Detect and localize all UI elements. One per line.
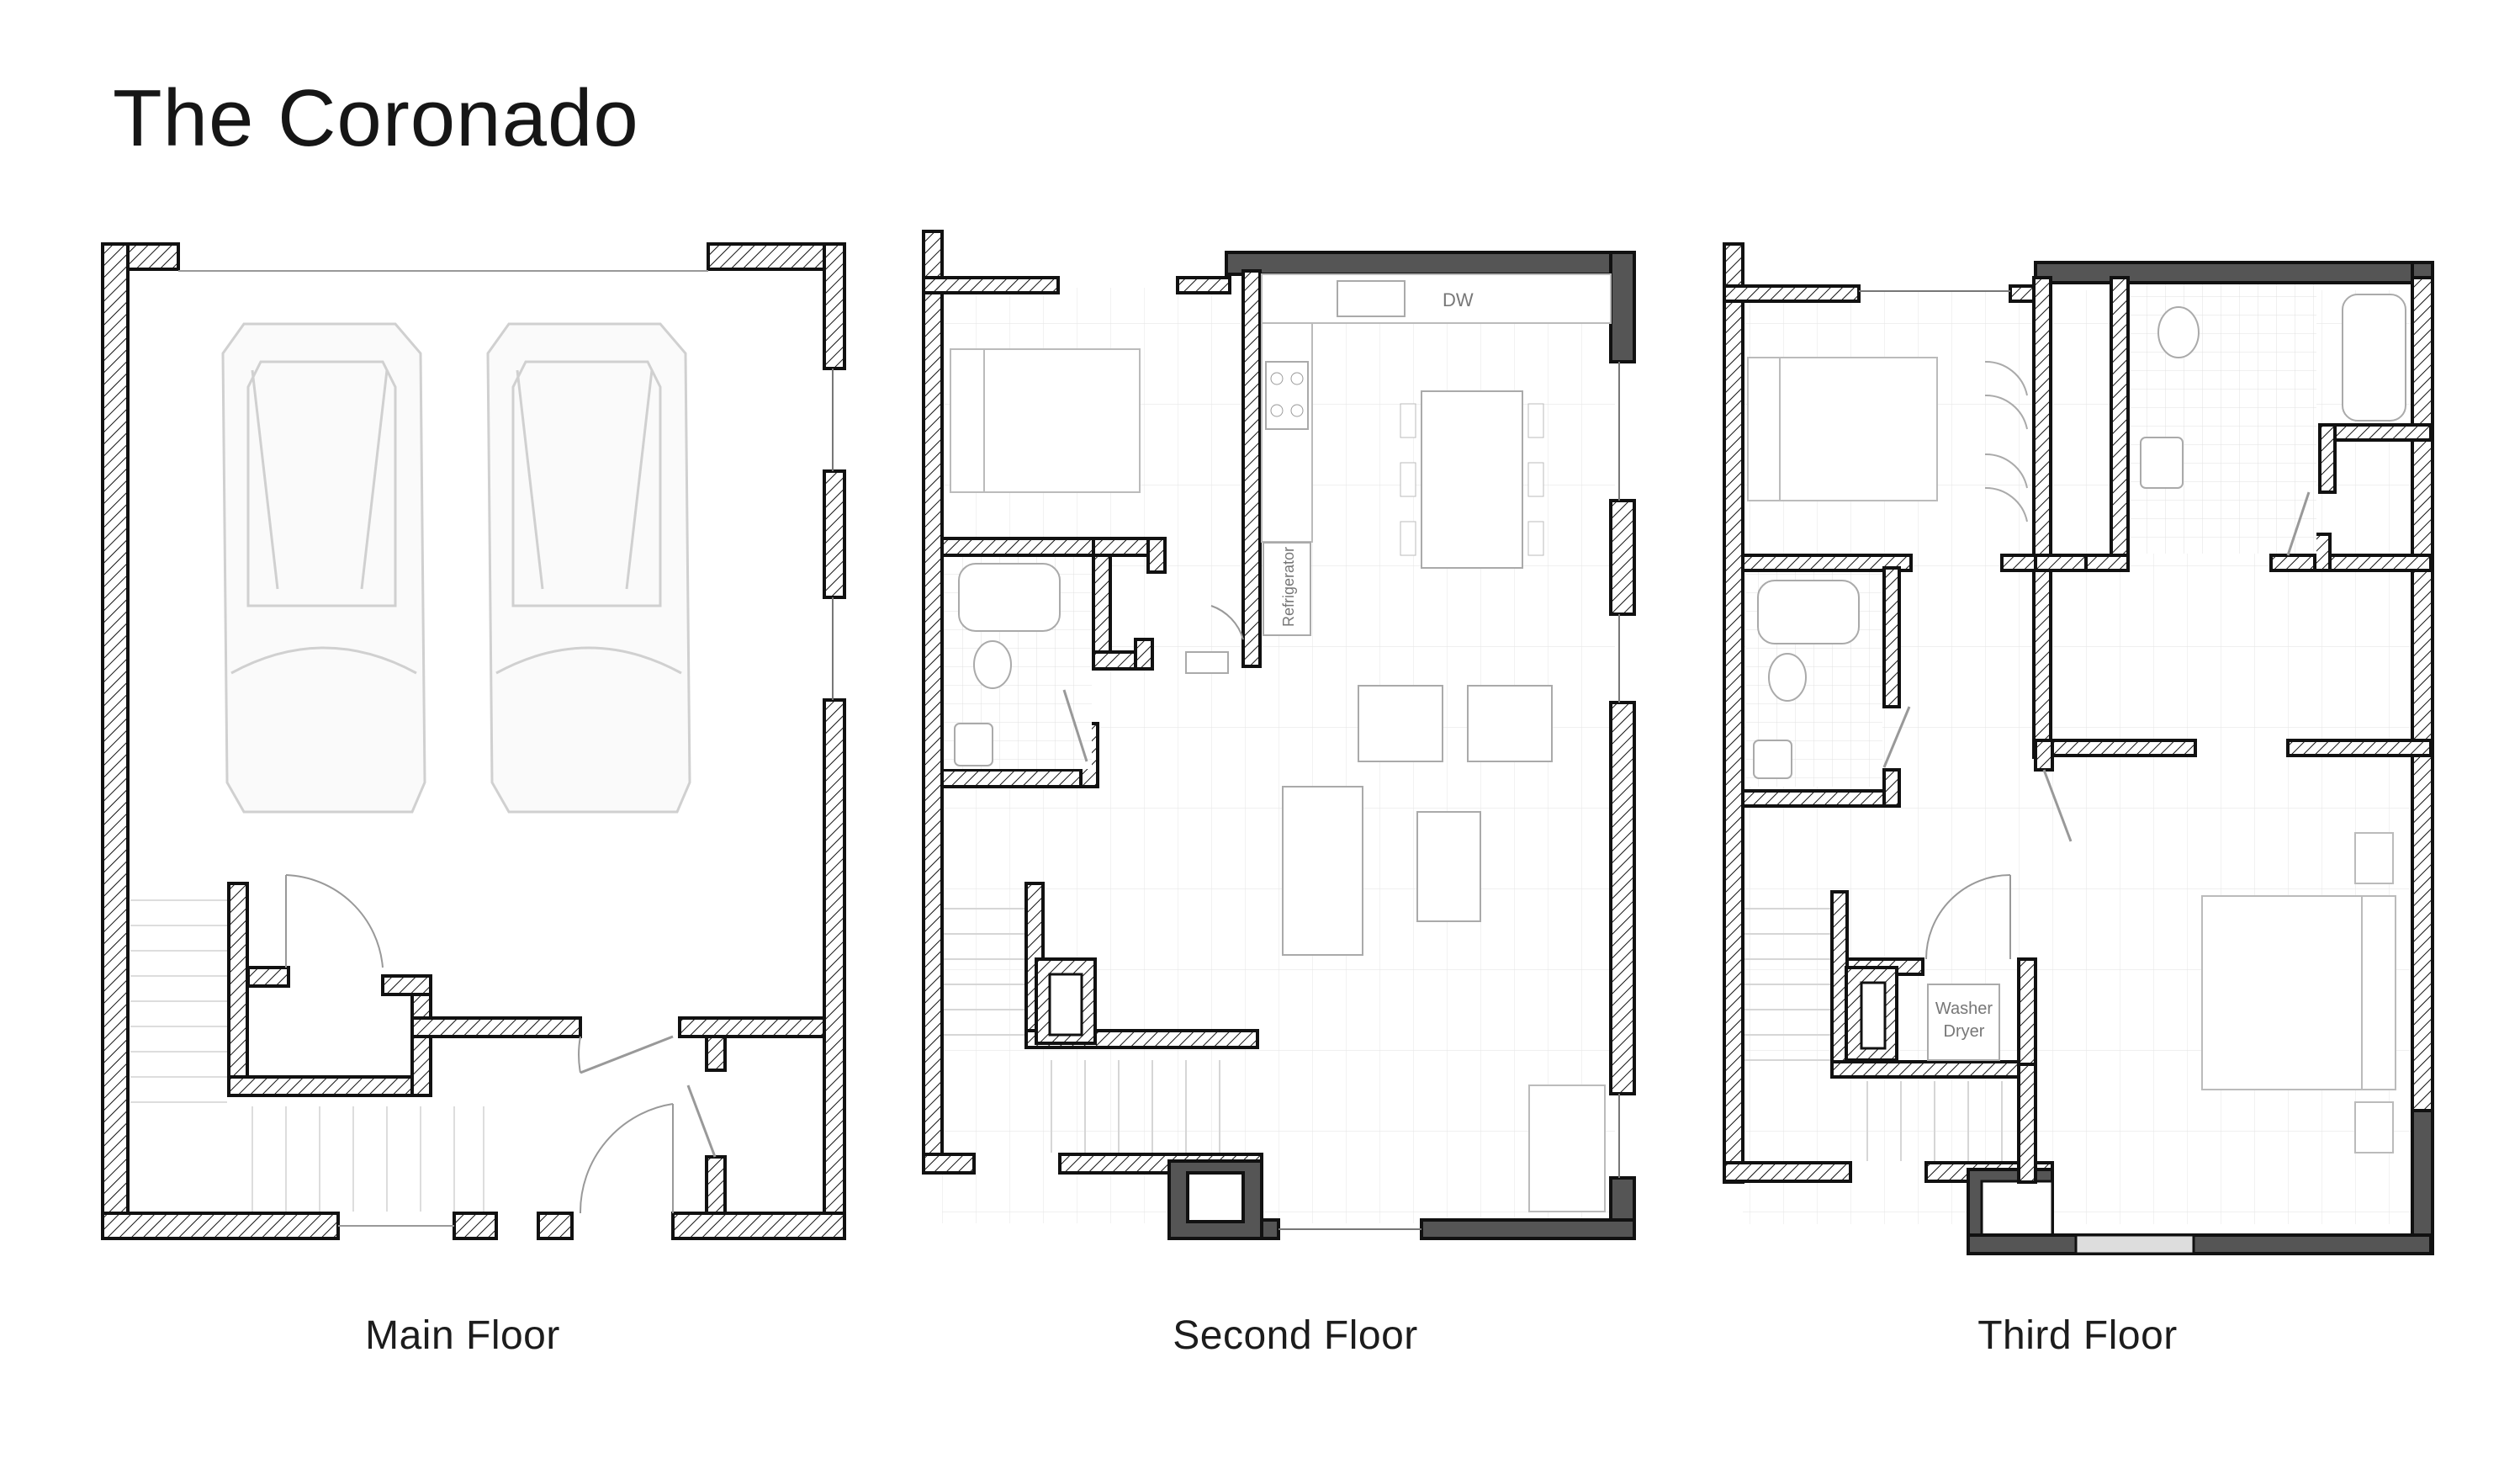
wall-left [922,230,944,1164]
sink-icon [2140,437,2184,489]
sofa-icon [1282,786,1363,956]
refrigerator-label: Refrigerator [1280,547,1297,627]
wall-bottom [537,1212,574,1240]
page-title: The Coronado [113,73,639,163]
dryer-label: Dryer [1944,1022,1985,1041]
wall-left [101,242,130,1240]
wall-bottom [453,1212,498,1240]
bathtub-icon [2342,294,2406,422]
washer-label: Washer [1935,1000,1993,1018]
washer-dryer-icon [1927,984,2000,1061]
coffee-table-icon [1416,811,1481,922]
toilet-icon [1768,653,1807,702]
main-floor-plan [101,242,846,1240]
wall-segment [707,242,846,271]
third-floor-caption: Third Floor [1977,1313,2178,1358]
wall-bottom [101,1212,340,1240]
wall-segment [823,469,846,599]
sink-icon [954,723,993,766]
kitchen-sink-icon [1337,280,1406,317]
dining-table-icon [1421,390,1523,569]
second-floor-plan: DW Refrigerator [922,230,1636,1240]
refrigerator-icon [1263,542,1311,636]
range-icon [1265,361,1309,430]
wall-bottom [671,1212,846,1240]
sink-icon [1753,740,1792,779]
toilet-icon [2157,306,2200,358]
third-floor-plan: Washer Dryer [1723,242,2434,1255]
stairs [130,899,484,1212]
bathtub-icon [958,563,1061,632]
desk-icon [1528,1085,1606,1212]
main-floor-caption: Main Floor [365,1313,560,1358]
armchair-icon [1358,685,1443,762]
wall-segment [823,698,846,1240]
dishwasher-label: DW [1443,289,1474,310]
wall-segment [823,242,846,370]
toilet-icon [973,640,1012,689]
nightstand-icon [2354,832,2394,884]
car-icon [486,322,691,814]
wall-left [1723,242,1744,1184]
armchair-icon [1467,685,1553,762]
bathtub-icon [1757,580,1860,644]
nightstand-icon [2354,1101,2394,1153]
car-icon [221,322,426,814]
second-floor-caption: Second Floor [1173,1313,1418,1358]
